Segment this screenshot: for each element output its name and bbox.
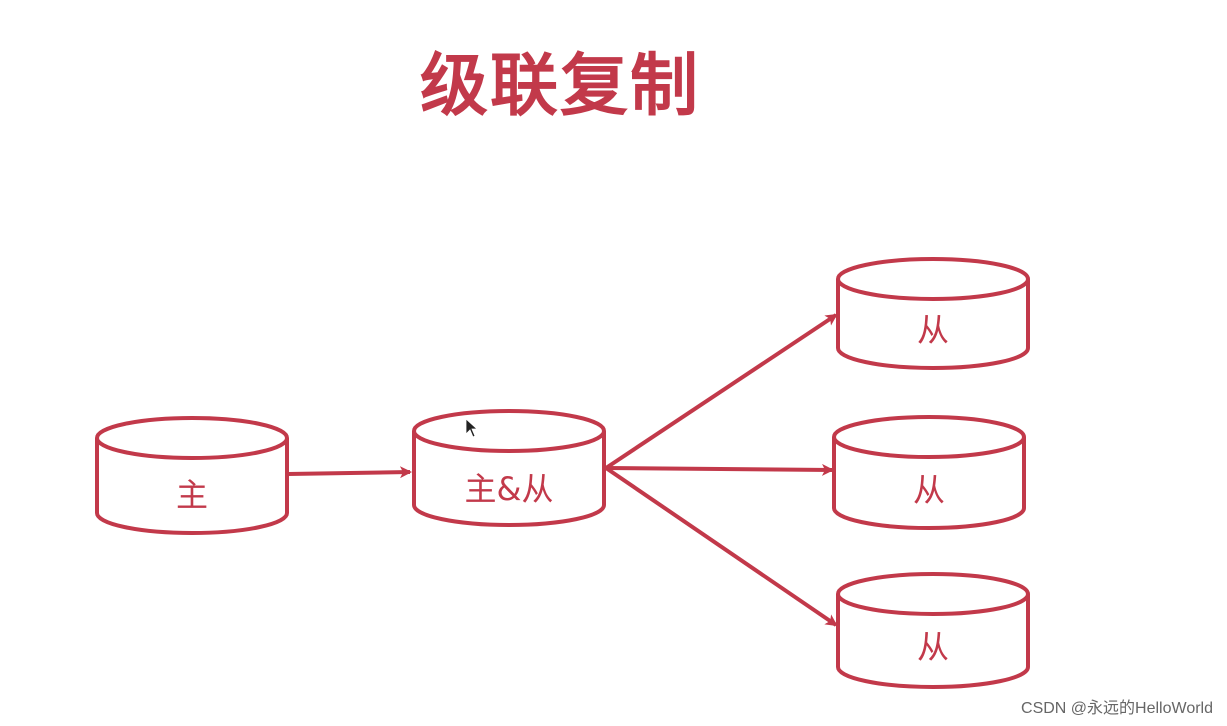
diagram-title: 级联复制 [419, 47, 700, 126]
edge-master-to-relay [287, 466, 412, 479]
node-label: 从 [913, 471, 945, 509]
edge-relay-to-slave2 [605, 463, 834, 476]
edge-relay-to-slave1 [604, 313, 838, 470]
cylinder-body [412, 431, 606, 527]
cylinder-body [836, 594, 1030, 689]
node-label: 从 [917, 311, 949, 349]
edges [287, 313, 838, 627]
cylinder-body [836, 279, 1030, 370]
watermark: CSDN @永远的HelloWorld [1021, 700, 1213, 717]
cylinder-top [412, 409, 606, 453]
cylinder-top [836, 257, 1030, 301]
mouse-cursor-icon [465, 418, 479, 438]
cylinder-top [832, 415, 1026, 459]
node-label: 主 [176, 476, 208, 514]
node-master: 主 [95, 416, 289, 535]
cylinder-top [95, 416, 289, 460]
cylinder-top [836, 572, 1030, 616]
node-slave-3: 从 [836, 572, 1030, 689]
node-label: 从 [917, 628, 949, 666]
edge-relay-to-slave3 [604, 466, 838, 627]
cylinder-body [95, 438, 289, 535]
node-slave-2: 从 [832, 415, 1026, 530]
node-slave-1: 从 [836, 257, 1030, 370]
node-label: 主&从 [465, 470, 554, 508]
node-relay: 主&从 [412, 409, 606, 527]
cylinder-body [832, 437, 1026, 530]
